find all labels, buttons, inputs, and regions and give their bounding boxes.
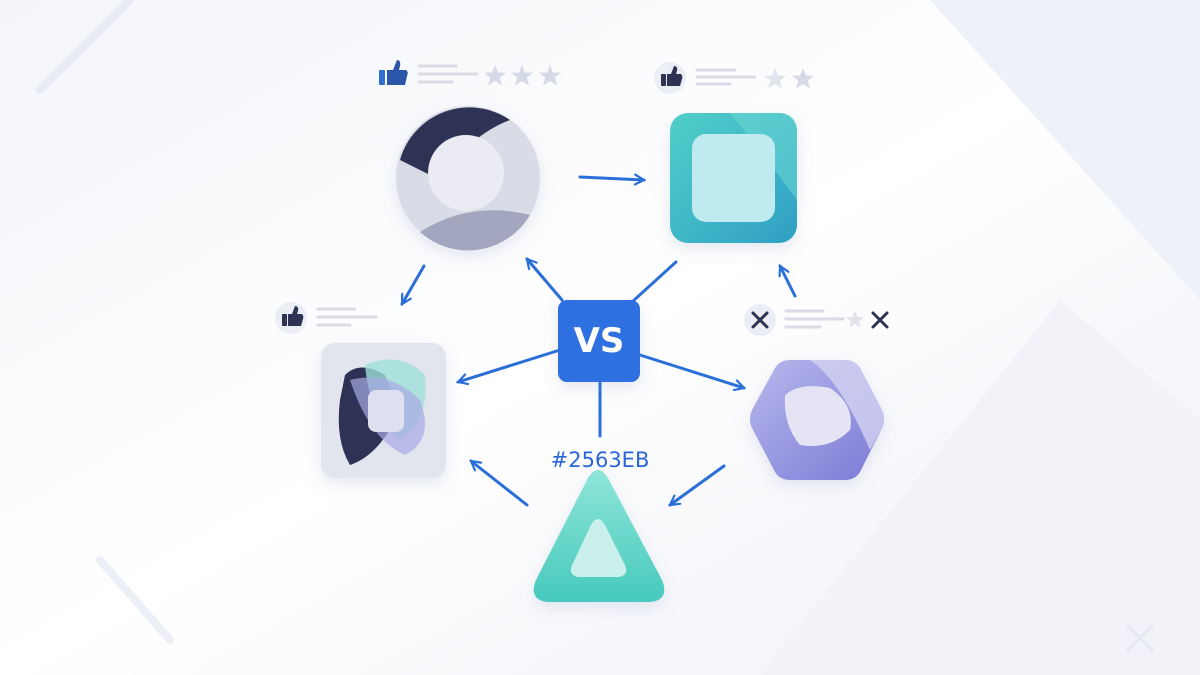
x-icon (751, 311, 769, 329)
arrow-vs-to-circle (525, 259, 564, 302)
text-lines (695, 68, 757, 86)
arrow-hexagon-to-triangle (670, 464, 726, 507)
rating-row-hexagon (744, 304, 889, 336)
text-lines (316, 307, 378, 327)
node-hexagon[interactable] (750, 360, 884, 480)
rating-row-circle (379, 60, 561, 86)
arrow-vs-to-gray (458, 348, 562, 382)
star-icons (764, 68, 814, 89)
bg-decoration (36, 0, 134, 94)
node-circle[interactable] (396, 106, 540, 251)
node-teal-square[interactable] (670, 113, 797, 243)
vs-box (558, 300, 640, 382)
line-vs-to-teal (630, 260, 678, 304)
text-lines (784, 309, 845, 329)
arrow-triangle-to-gray (471, 459, 529, 507)
node-triangle[interactable] (533, 470, 665, 602)
arrow-vs-to-hexagon (638, 353, 744, 388)
connectors (400, 177, 797, 507)
thumbs-up-icon (282, 306, 304, 326)
thumbs-up-icon (379, 60, 408, 85)
rating-row-teal (654, 62, 814, 94)
node-gray-square[interactable] (321, 343, 446, 478)
rating-row-gray (275, 302, 378, 334)
x-icon (871, 311, 889, 329)
x-icon (1126, 624, 1154, 652)
star-icons (484, 65, 561, 86)
bg-decoration (930, 0, 1200, 300)
star-icon (846, 311, 864, 328)
vs-label: VS (573, 321, 625, 361)
color-code-label: #2563EB (550, 448, 650, 472)
arrow-hexagon-to-teal (780, 266, 797, 298)
bg-decoration (760, 300, 1200, 675)
thumbs-up-icon (661, 66, 683, 86)
arrow-circle-to-teal (578, 177, 644, 180)
text-lines (417, 64, 479, 84)
bg-decoration (96, 556, 174, 644)
arrow-circle-to-gray (400, 264, 426, 304)
